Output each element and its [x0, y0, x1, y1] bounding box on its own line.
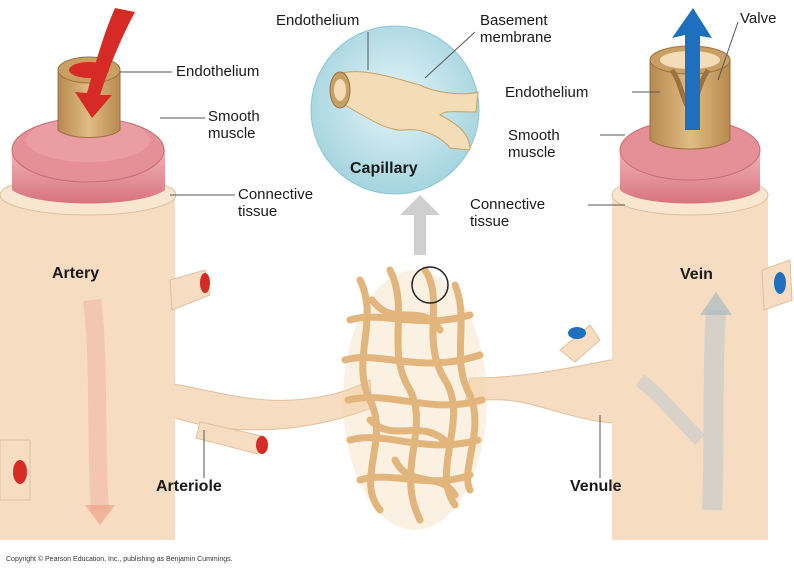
label-venule: Venule [570, 478, 622, 495]
inset-pointer-arrow [400, 195, 440, 255]
label-capillary: Capillary [350, 160, 418, 177]
label-smooth-muscle-artery: Smooth muscle [208, 108, 298, 142]
arteriole-lumen [256, 436, 268, 454]
vein-vessel [612, 46, 792, 540]
copyright-notice: Copyright © Pearson Education, Inc., pub… [6, 556, 233, 563]
vein-flow-arrow [712, 310, 716, 510]
artery-flow-arrow [92, 300, 100, 510]
label-artery: Artery [52, 265, 99, 282]
capillary-bed [343, 270, 487, 530]
label-connective-tissue-artery: Connective tissue [238, 186, 348, 220]
label-arteriole: Arteriole [156, 478, 222, 495]
label-connective-tissue-vein: Connective tissue [470, 196, 585, 230]
label-valve: Valve [740, 10, 776, 27]
venule-lumen [568, 327, 586, 339]
artery-branch-lumen [200, 273, 210, 293]
label-endothelium-vein: Endothelium [505, 84, 588, 101]
label-vein: Vein [680, 266, 713, 283]
label-basement-membrane: Basement membrane [480, 12, 580, 46]
vein-branch-lumen [774, 272, 786, 294]
label-endothelium-artery: Endothelium [176, 63, 259, 80]
label-smooth-muscle-vein: Smooth muscle [508, 127, 598, 161]
artery-branch-lumen-lower [13, 460, 27, 484]
label-capillary-endothelium: Endothelium [276, 12, 359, 29]
